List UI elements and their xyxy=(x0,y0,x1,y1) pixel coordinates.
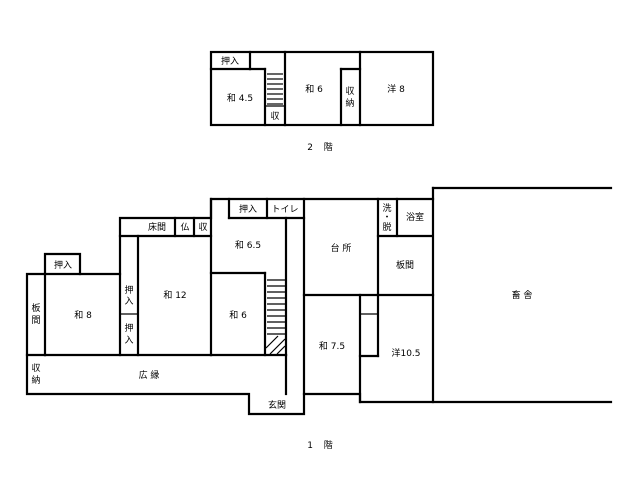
floor-2-title: 2 階 xyxy=(307,142,337,153)
room-1f-shuno-1: 収 xyxy=(31,362,40,374)
room-1f-oshiire-mid-2b: 入 xyxy=(124,335,133,346)
floor-2-stairs xyxy=(267,73,283,105)
floor-2-plan: 押入 和 4.5 収 和 6 収 納 洋 8 xyxy=(209,50,435,127)
room-1f-sen-dot: ・ xyxy=(382,213,391,223)
room-1f-itama-left-2: 間 xyxy=(31,315,40,326)
floor-1-stairs xyxy=(265,279,286,355)
room-2f-yo8: 洋 8 xyxy=(387,83,405,95)
room-1f-genkan: 玄関 xyxy=(268,399,286,411)
room-1f-itama-left-1: 板 xyxy=(31,302,40,314)
room-1f-daidokoro: 台 所 xyxy=(331,242,352,254)
room-1f-itama-right: 板間 xyxy=(396,259,414,271)
floor-1-outline xyxy=(25,186,435,416)
room-1f-yo105: 洋10.5 xyxy=(391,347,420,359)
room-1f-oshiire-mid-2a: 押 xyxy=(124,322,133,334)
room-2f-shuno-2: 納 xyxy=(345,97,354,109)
room-1f-yokushitsu: 浴室 xyxy=(406,211,424,223)
room-1f-shu: 収 xyxy=(198,221,207,233)
room-1f-sen-2: 脱 xyxy=(382,221,391,233)
room-1f-wa6: 和 6 xyxy=(229,310,247,321)
room-1f-sen-1: 洗 xyxy=(382,202,391,214)
room-1f-toilet: トイレ xyxy=(271,205,298,215)
room-1f-butsu: 仏 xyxy=(180,222,189,233)
room-1f-oshiire-mid-1b: 入 xyxy=(124,296,133,307)
floor-1-title: 1 階 xyxy=(307,440,337,451)
room-1f-shuno-2: 納 xyxy=(31,374,40,386)
room-1f-oshiire-left: 押入 xyxy=(54,259,72,271)
room-2f-wa45: 和 4.5 xyxy=(227,93,253,104)
room-1f-wa65: 和 6.5 xyxy=(235,240,261,251)
room-1f-oshiire-top: 押入 xyxy=(239,203,257,215)
floor-2-outline xyxy=(209,50,435,127)
room-1f-hiroen: 広 縁 xyxy=(139,369,160,381)
room-1f-chikusha: 畜 舎 xyxy=(512,289,533,301)
room-2f-wa6: 和 6 xyxy=(305,84,323,95)
room-1f-wa12: 和 12 xyxy=(163,290,186,301)
room-2f-oshiire: 押入 xyxy=(221,55,239,67)
room-2f-shuno-1: 収 xyxy=(345,85,354,97)
room-1f-tokonoma: 床間 xyxy=(148,221,166,233)
room-1f-wa8: 和 8 xyxy=(74,310,92,321)
room-2f-shu: 収 xyxy=(270,110,279,122)
room-1f-oshiire-mid-1a: 押 xyxy=(124,284,133,296)
room-1f-wa75: 和 7.5 xyxy=(319,341,345,352)
floor-1-plan: 押入 トイレ 洗 ・ 脱 浴室 床間 仏 収 和 6.5 台 所 板間 押入 押… xyxy=(25,186,613,416)
